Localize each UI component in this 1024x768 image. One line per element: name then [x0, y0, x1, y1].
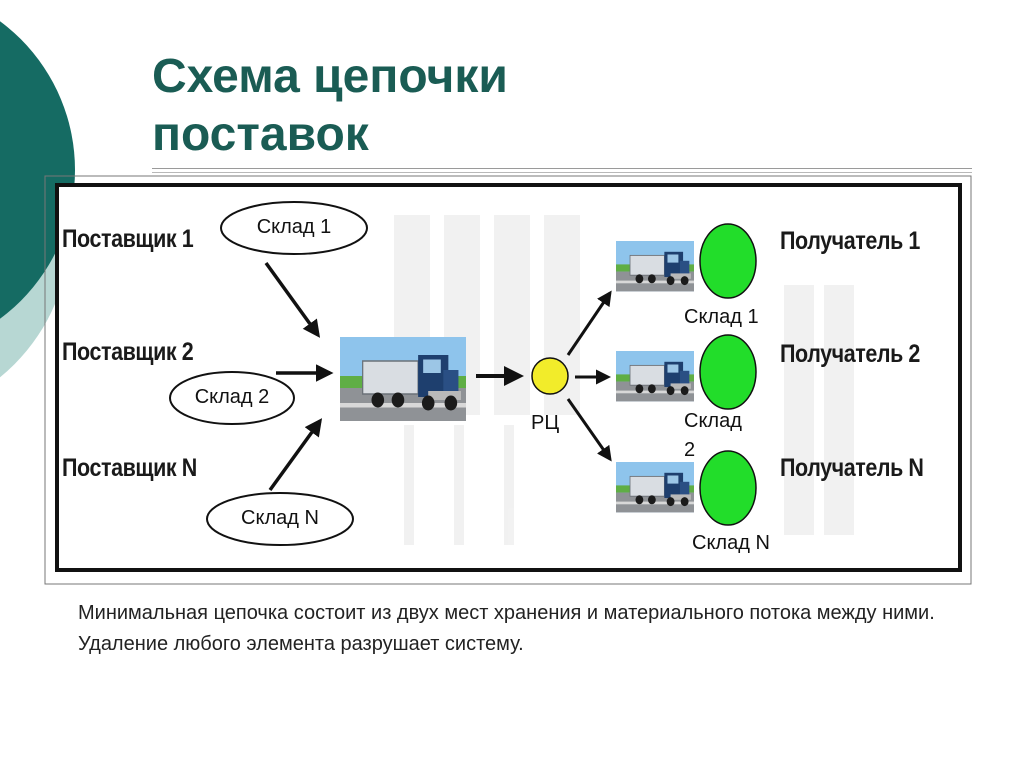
- arrow-dc-to-recipient-1: [566, 290, 612, 356]
- frame-outer-border: [44, 175, 972, 585]
- supplier-warehouse-2-oval: [169, 371, 295, 425]
- recipient-n-label: Получатель N: [780, 454, 924, 482]
- recipient-truck-n-icon: [615, 461, 695, 513]
- arrow-supplier-n: [268, 418, 323, 492]
- supplier-warehouse-1-label: Склад 1: [256, 216, 332, 238]
- recipient-warehouse-2-label-line2: 2: [684, 439, 696, 461]
- recipient-truck-2-icon: [615, 350, 695, 402]
- supplier-warehouse-1-oval: [220, 201, 368, 255]
- recipient-2-node: [699, 334, 757, 410]
- supplier-warehouse-n-oval: [206, 492, 354, 546]
- recipient-truck-1-icon: [615, 240, 695, 292]
- recipient-warehouse-n-label: Склад N: [692, 532, 770, 554]
- diagram-canvas: [44, 175, 972, 585]
- distribution-center-node: [531, 357, 569, 395]
- arrow-supplier-1: [264, 261, 321, 338]
- slide-title-line1: Схема цепочки: [152, 50, 508, 103]
- recipient-2-label: Получатель 2: [780, 340, 920, 368]
- supplier-warehouse-2-label: Склад 2: [194, 386, 270, 408]
- title-underline: [152, 168, 972, 169]
- recipient-1-node: [699, 223, 757, 299]
- title-underline-secondary: [152, 172, 972, 173]
- slide-title-line2: поставок: [152, 108, 369, 161]
- recipient-warehouse-2-label-line1: Склад: [684, 410, 742, 432]
- supply-chain-diagram: Поставщик 1 Поставщик 2 Поставщик N Скла…: [44, 175, 972, 585]
- arrow-dc-to-recipient-n: [566, 398, 612, 462]
- supplier-n-label: Поставщик N: [62, 454, 197, 482]
- recipient-warehouse-1-label: Склад 1: [684, 306, 759, 328]
- supplier-1-label: Поставщик 1: [62, 225, 194, 253]
- supplier-warehouse-n-label: Склад N: [241, 507, 319, 529]
- slide-caption: Минимальная цепочка состоит из двух мест…: [78, 602, 935, 655]
- center-truck-icon: [339, 336, 467, 422]
- recipient-n-node: [699, 450, 757, 526]
- recipient-1-label: Получатель 1: [780, 227, 920, 255]
- supplier-2-label: Поставщик 2: [62, 338, 194, 366]
- slide-title: Схема цепочки поставок: [152, 48, 852, 164]
- distribution-center-label: РЦ: [531, 412, 560, 434]
